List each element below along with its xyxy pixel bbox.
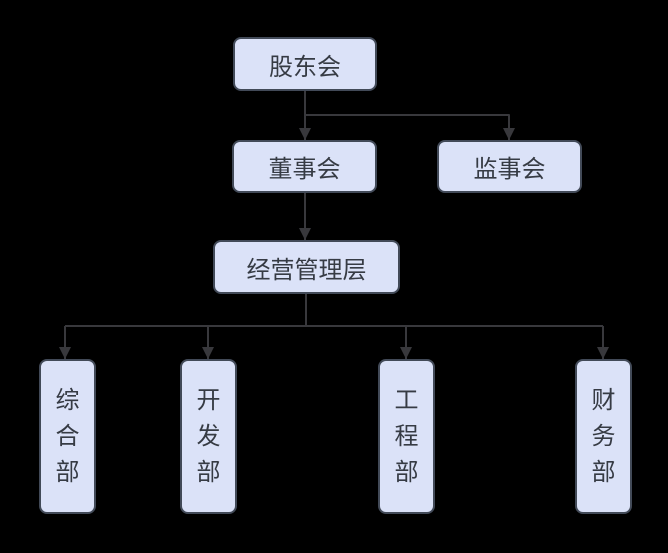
node-dept-engineering-label: 工程部 (394, 386, 419, 486)
node-shareholders-label: 股东会 (269, 53, 341, 81)
node-supervisory[interactable]: 监事会 (437, 140, 582, 193)
node-dept-finance-label: 财务部 (591, 386, 616, 486)
node-dept-engineering[interactable]: 工程部 (378, 359, 435, 514)
node-shareholders[interactable]: 股东会 (233, 37, 377, 91)
node-dept-general[interactable]: 综合部 (39, 359, 96, 514)
node-dept-development-label: 开发部 (196, 386, 221, 486)
node-supervisory-label: 监事会 (473, 156, 546, 183)
connector-shareholders-supervisory (305, 114, 515, 140)
node-management[interactable]: 经营管理层 (213, 240, 400, 294)
node-dept-finance[interactable]: 财务部 (575, 359, 632, 514)
node-board[interactable]: 董事会 (232, 140, 377, 193)
node-board-label: 董事会 (268, 156, 341, 183)
node-management-label: 经营管理层 (246, 256, 367, 284)
node-dept-development[interactable]: 开发部 (180, 359, 237, 514)
node-dept-general-label: 综合部 (55, 386, 80, 486)
